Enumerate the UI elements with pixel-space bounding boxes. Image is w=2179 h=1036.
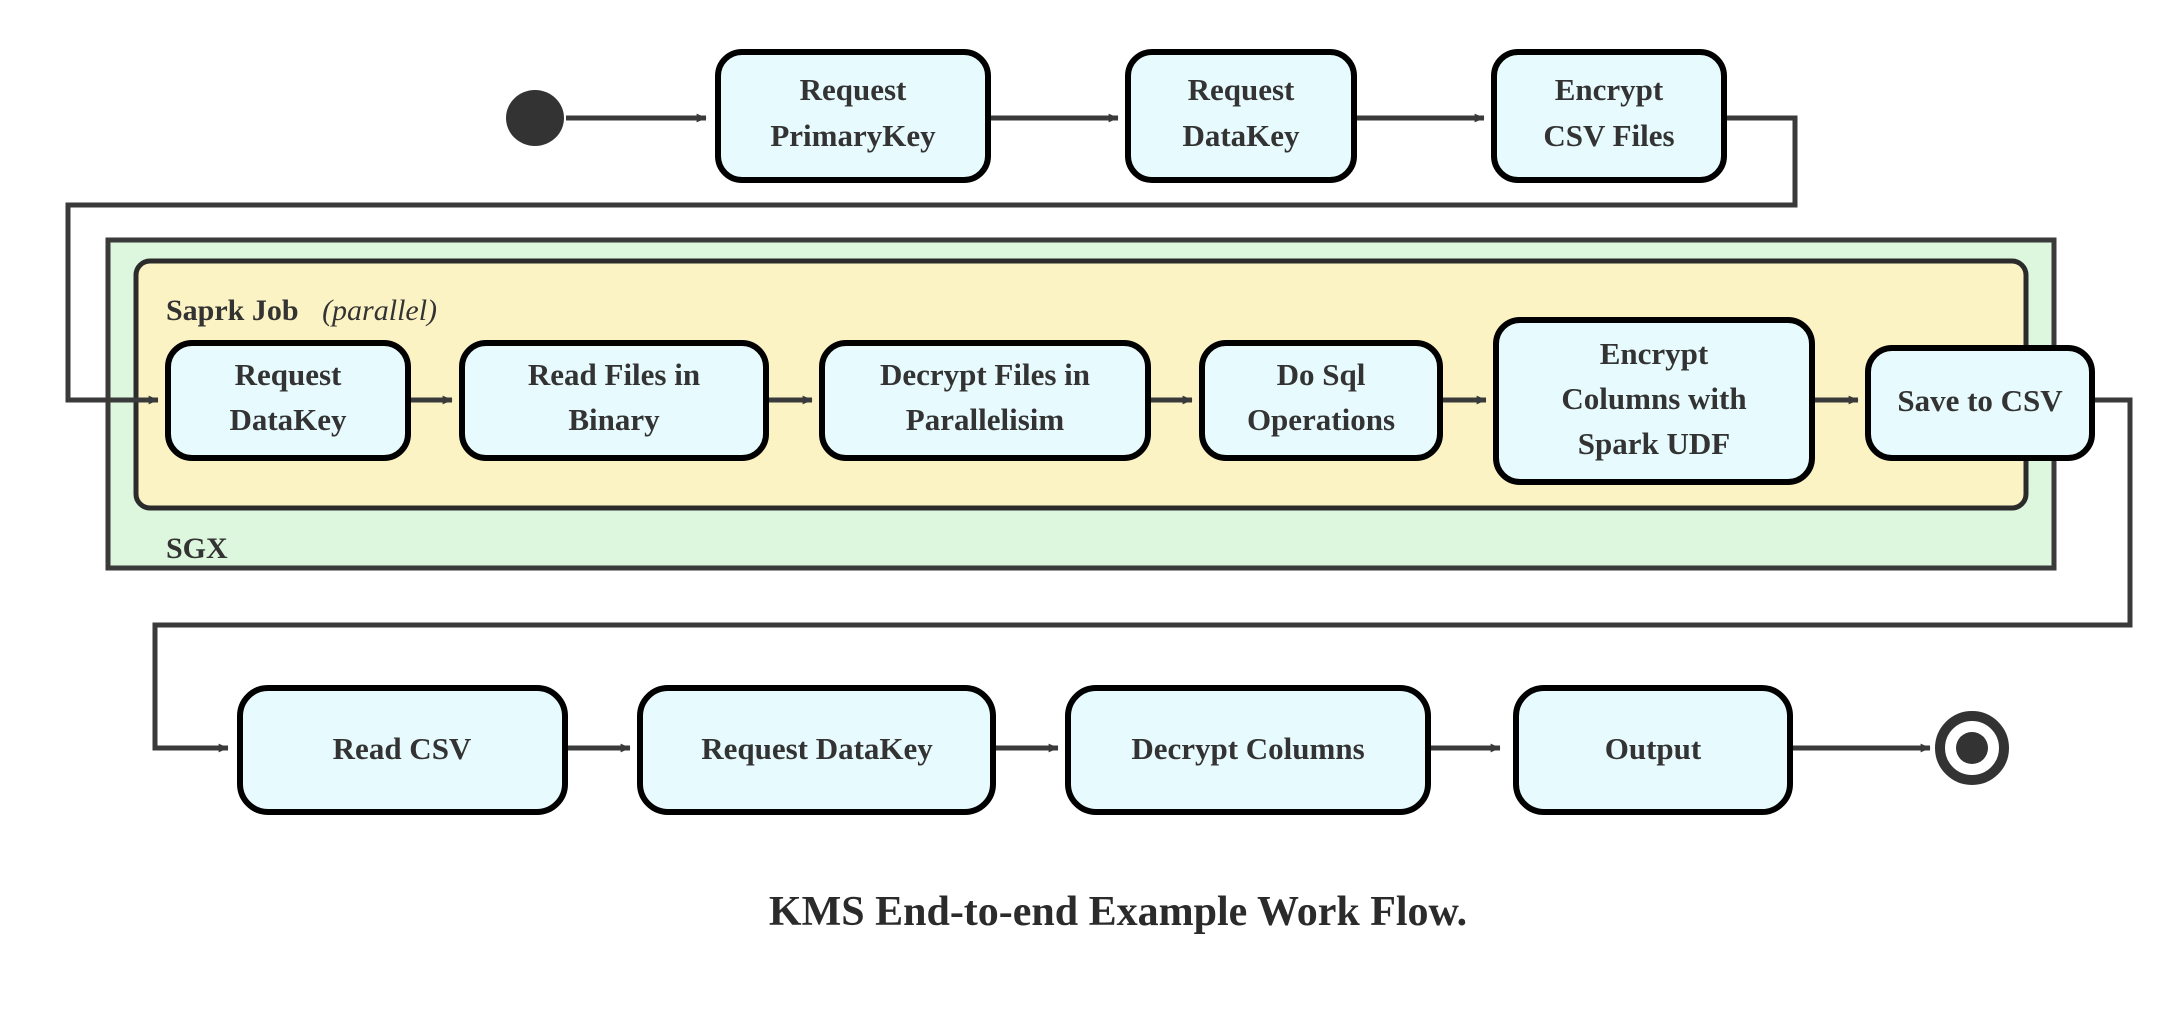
node-read-files-in-binary-line2: Binary	[568, 402, 660, 437]
spark-job-parallel-text: (parallel)	[322, 294, 437, 327]
node-do-sql-operations[interactable]: Do Sql Operations	[1199, 340, 1443, 461]
node-encrypt-columns-line1: Encrypt	[1600, 336, 1709, 371]
node-output[interactable]: Output	[1513, 685, 1793, 815]
node-encrypt-csv-files-line1: Encrypt	[1555, 72, 1664, 107]
node-decrypt-files-in-parallelisim-line1: Decrypt Files in	[880, 357, 1090, 392]
node-read-files-in-binary-line1: Read Files in	[528, 357, 700, 392]
node-decrypt-files-in-parallelisim-line2: Parallelisim	[906, 402, 1065, 437]
edge-save-csv-to-read-csv	[152, 397, 2133, 753]
node-request-datakey-top[interactable]: Request DataKey	[1125, 49, 1357, 183]
diagram-caption: KMS End-to-end Example Work Flow.	[769, 889, 1467, 935]
node-request-datakey-top-line2: DataKey	[1182, 118, 1300, 153]
spark-job-group-label: Saprk Job (parallel)	[166, 294, 437, 327]
node-request-primarykey-line2: PrimaryKey	[770, 118, 936, 153]
node-request-datakey-bottom-label: Request DataKey	[701, 731, 933, 766]
node-read-files-in-binary[interactable]: Read Files in Binary	[459, 340, 769, 461]
node-output-label: Output	[1605, 731, 1702, 766]
node-encrypt-csv-files[interactable]: Encrypt CSV Files	[1491, 49, 1727, 183]
end-node	[1935, 711, 2009, 785]
node-request-primarykey[interactable]: Request PrimaryKey	[715, 49, 991, 183]
node-read-csv[interactable]: Read CSV	[237, 685, 568, 815]
node-read-csv-label: Read CSV	[333, 731, 472, 766]
node-decrypt-files-in-parallelisim[interactable]: Decrypt Files in Parallelisim	[819, 340, 1151, 461]
node-do-sql-operations-line1: Do Sql	[1277, 357, 1366, 392]
node-request-datakey-top-line1: Request	[1188, 72, 1295, 107]
node-save-to-csv-label: Save to CSV	[1897, 383, 2063, 418]
node-encrypt-columns-line2: Columns with	[1561, 381, 1746, 416]
node-request-datakey-spark-line1: Request	[235, 357, 342, 392]
start-node	[506, 90, 564, 146]
node-encrypt-columns-with-spark-udf[interactable]: Encrypt Columns with Spark UDF	[1493, 317, 1815, 485]
node-encrypt-columns-line3: Spark UDF	[1578, 426, 1730, 461]
node-do-sql-operations-line2: Operations	[1247, 402, 1395, 437]
node-encrypt-csv-files-line2: CSV Files	[1543, 118, 1674, 153]
node-decrypt-columns[interactable]: Decrypt Columns	[1065, 685, 1431, 815]
node-request-datakey-spark[interactable]: Request DataKey	[165, 340, 411, 461]
node-request-datakey-spark-line2: DataKey	[229, 402, 347, 437]
node-save-to-csv[interactable]: Save to CSV	[1865, 345, 2095, 461]
node-request-primarykey-line1: Request	[800, 72, 907, 107]
node-decrypt-columns-label: Decrypt Columns	[1131, 731, 1364, 766]
spark-job-label-text: Saprk Job	[166, 294, 299, 327]
sgx-group-label: SGX	[166, 532, 228, 565]
node-request-datakey-bottom[interactable]: Request DataKey	[637, 685, 996, 815]
edge-encrypt-csv-to-spark-request-datakey	[65, 115, 1798, 405]
